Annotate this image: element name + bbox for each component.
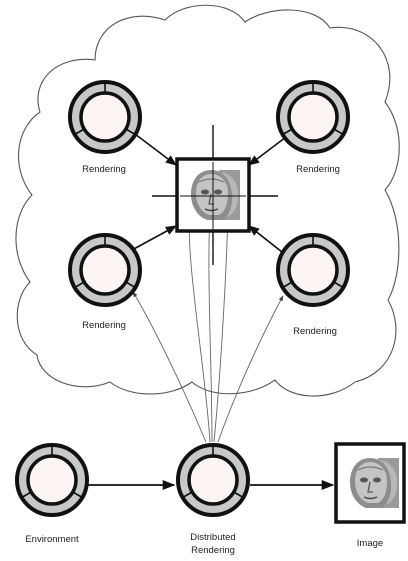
label-rendering-mid-right: Rendering [293, 326, 337, 337]
cloud-boundary [15, 4, 400, 397]
arrows-to-center [131, 133, 291, 253]
head-image-icon [349, 457, 400, 509]
head-scan-icon [190, 169, 241, 221]
distributed-rendering-node [176, 443, 250, 517]
image-box [334, 442, 406, 524]
label-rendering-top-right: Rendering [296, 164, 340, 175]
rendering-node-mid-right [276, 233, 350, 307]
center-box [175, 157, 251, 233]
label-image: Image [357, 538, 383, 549]
rendering-node-top-left [68, 80, 142, 154]
label-rendering-mid-left: Rendering [82, 320, 126, 331]
label-distributed-line1: Distributed [190, 532, 235, 543]
label-distributed-line2: Rendering [191, 545, 235, 556]
label-environment: Environment [25, 534, 79, 545]
environment-node [15, 443, 89, 517]
rendering-node-mid-left [68, 233, 142, 307]
label-rendering-top-left: Rendering [82, 164, 126, 175]
rendering-node-top-right [276, 80, 350, 154]
